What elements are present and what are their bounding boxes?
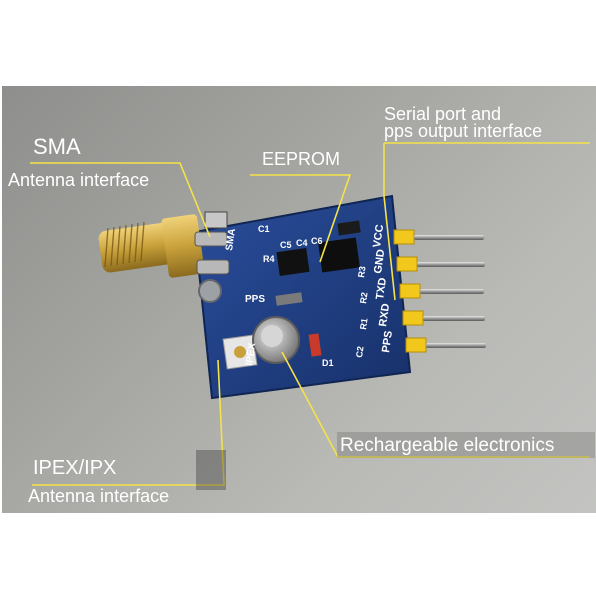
sma-connector (98, 211, 230, 278)
silk-pps: PPS (245, 294, 265, 305)
leader-eeprom (250, 174, 352, 263)
silk-pin-pps: PPS (380, 330, 395, 353)
components (222, 220, 361, 370)
silk-pin-txd: TXD (374, 277, 389, 301)
silk-ref-c4: C4 (296, 238, 308, 248)
ipex-title: IPEX/IPX (33, 457, 117, 479)
leader-ipex (32, 359, 225, 486)
silk-ref-c6: C6 (311, 236, 323, 246)
silk-pin-rxd: RXD (377, 303, 392, 328)
silk-ipex: IPEX (244, 342, 258, 366)
silk-ref-r4: R4 (263, 254, 275, 264)
pin-header (393, 229, 486, 353)
silk-ref-c5: C5 (280, 240, 292, 250)
shadow-patch (196, 450, 226, 490)
leader-recharge (281, 351, 339, 458)
silk-pin-vcc: VCC (371, 224, 386, 249)
serial-label-line2: pps output interface (384, 121, 543, 141)
silk-ref-r2: R2 (358, 291, 370, 304)
sma-subtitle: Antenna interface (8, 170, 150, 190)
ipex-subtitle: Antenna interface (28, 486, 170, 506)
leader-sma (30, 162, 211, 238)
rechargeable-label: Rechargeable electronics (340, 435, 555, 456)
leader-lines (30, 142, 590, 486)
sma-title: SMA (33, 134, 81, 159)
serial-label-line1: Serial port and (384, 104, 502, 124)
silk-ref-c2: C2 (354, 345, 366, 358)
silk-ref-r3: R3 (356, 265, 368, 278)
silk-ref-c1: C1 (258, 224, 270, 234)
silk-ref-r1: R1 (358, 317, 370, 330)
silkscreen: SMA IPEX PPS VCC GND TXD RXD PPS C1 C5 C… (224, 224, 395, 368)
silk-ref-d1: D1 (322, 358, 334, 368)
silk-pin-gnd: GND (372, 248, 387, 274)
label-backdrop (337, 432, 595, 458)
leader-serial (383, 143, 396, 301)
eeprom-label: EEPROM (262, 149, 341, 169)
silk-sma: SMA (224, 228, 238, 252)
